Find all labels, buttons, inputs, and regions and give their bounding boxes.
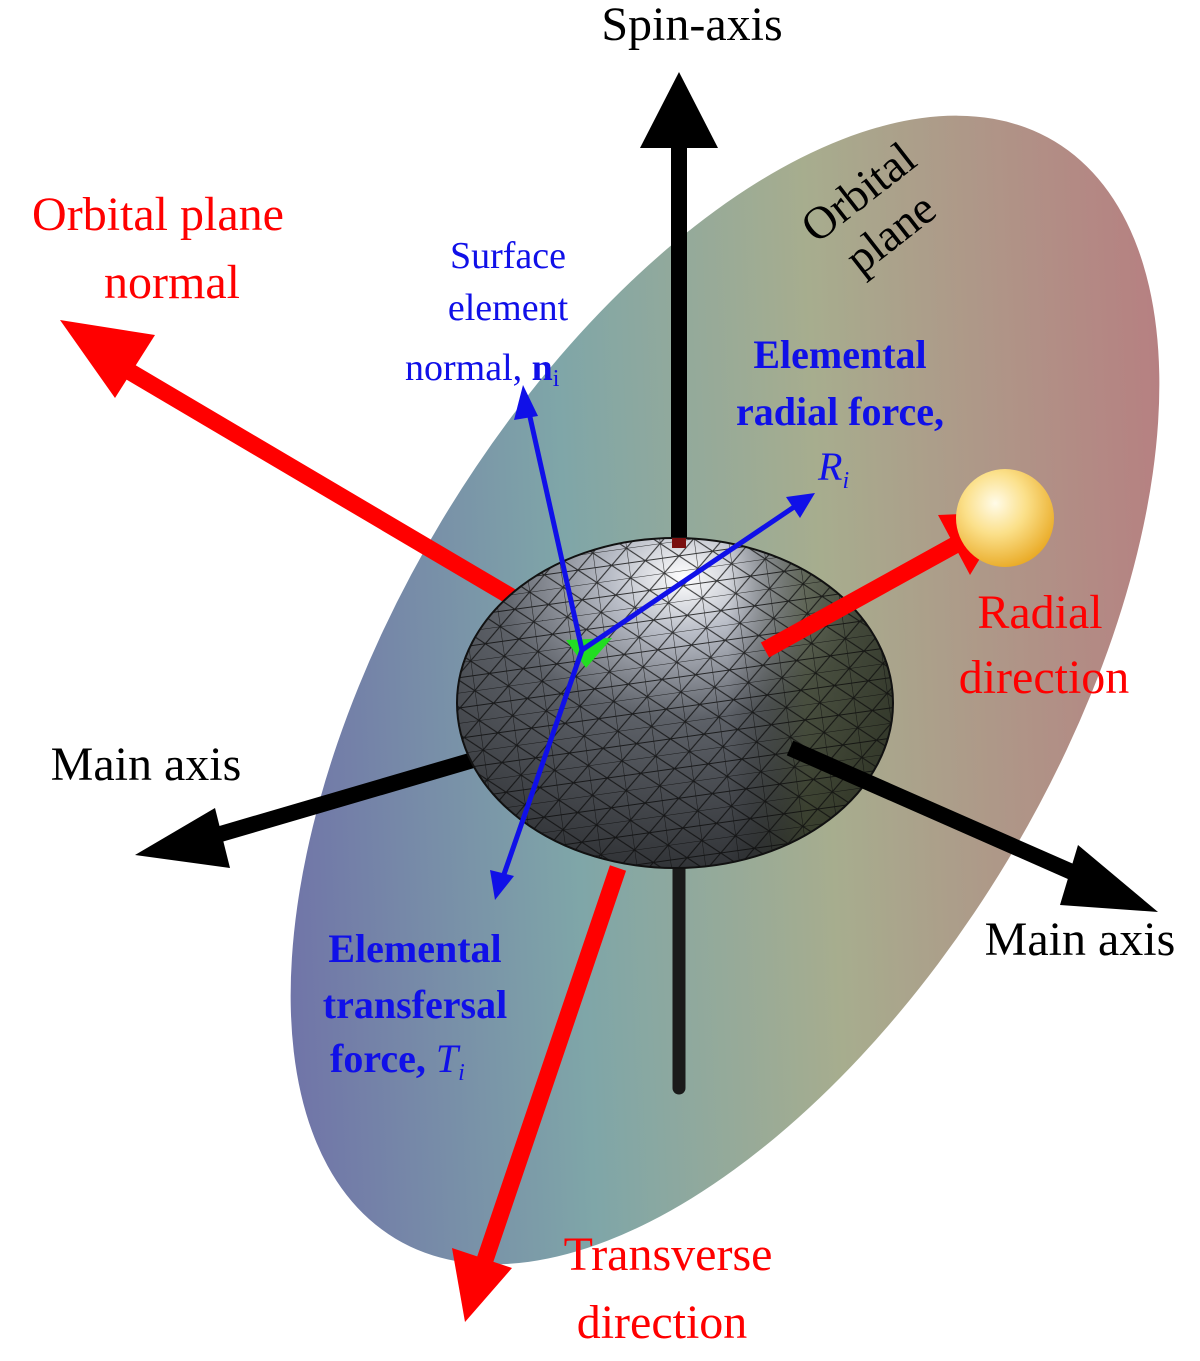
radial-force-label-line1: Elemental: [753, 332, 926, 377]
main-axis-right-label: Main axis: [985, 913, 1176, 966]
orbital-plane-normal-arrow: [60, 320, 525, 610]
radial-force-subscript: i: [842, 468, 849, 494]
main-axis-right-arrow: [786, 740, 1158, 912]
transversal-force-label-line2: transfersal: [323, 982, 507, 1027]
orbital-plane-normal-label-line1: Orbital plane: [32, 188, 284, 241]
transversal-force-label-line1: Elemental: [328, 926, 501, 971]
main-axis-left-arrow: [135, 750, 483, 868]
transversal-force-vector: [490, 649, 585, 900]
spin-axis-arrow: [640, 72, 718, 548]
surface-normal-label-line1: Surface: [450, 235, 566, 277]
spin-axis-label: Spin-axis: [601, 0, 782, 51]
transversal-force-subscript: i: [458, 1060, 465, 1086]
surface-normal-symbol: n: [532, 347, 553, 389]
spin-axis-pole: [672, 538, 686, 548]
asteroid-body: [456, 537, 894, 869]
main-axis-left-label: Main axis: [51, 738, 242, 791]
surface-normal-label-line3: normal, ni: [405, 347, 560, 392]
radial-force-label-line2: radial force,: [736, 389, 944, 434]
surface-normal-vector: [514, 385, 585, 651]
transverse-direction-label-line1: Transverse: [564, 1228, 773, 1281]
transverse-direction-label-line2: direction: [577, 1296, 748, 1349]
transversal-force-label-line3: force, Ti: [330, 1036, 465, 1086]
radial-force-vector: [580, 493, 815, 653]
surface-normal-subscript: i: [553, 366, 560, 392]
surface-normal-label-line2: element: [448, 287, 569, 329]
surface-element: [566, 638, 612, 668]
sun: [956, 469, 1054, 567]
orbital-plane-normal-label-line2: normal: [104, 256, 240, 309]
transversal-force-symbol: T: [436, 1036, 461, 1081]
radial-direction-label-line1: Radial: [977, 586, 1102, 639]
radial-direction-label-line2: direction: [959, 651, 1130, 704]
transverse-direction-arrow: [452, 865, 627, 1322]
radial-force-symbol: Ri: [817, 444, 849, 494]
